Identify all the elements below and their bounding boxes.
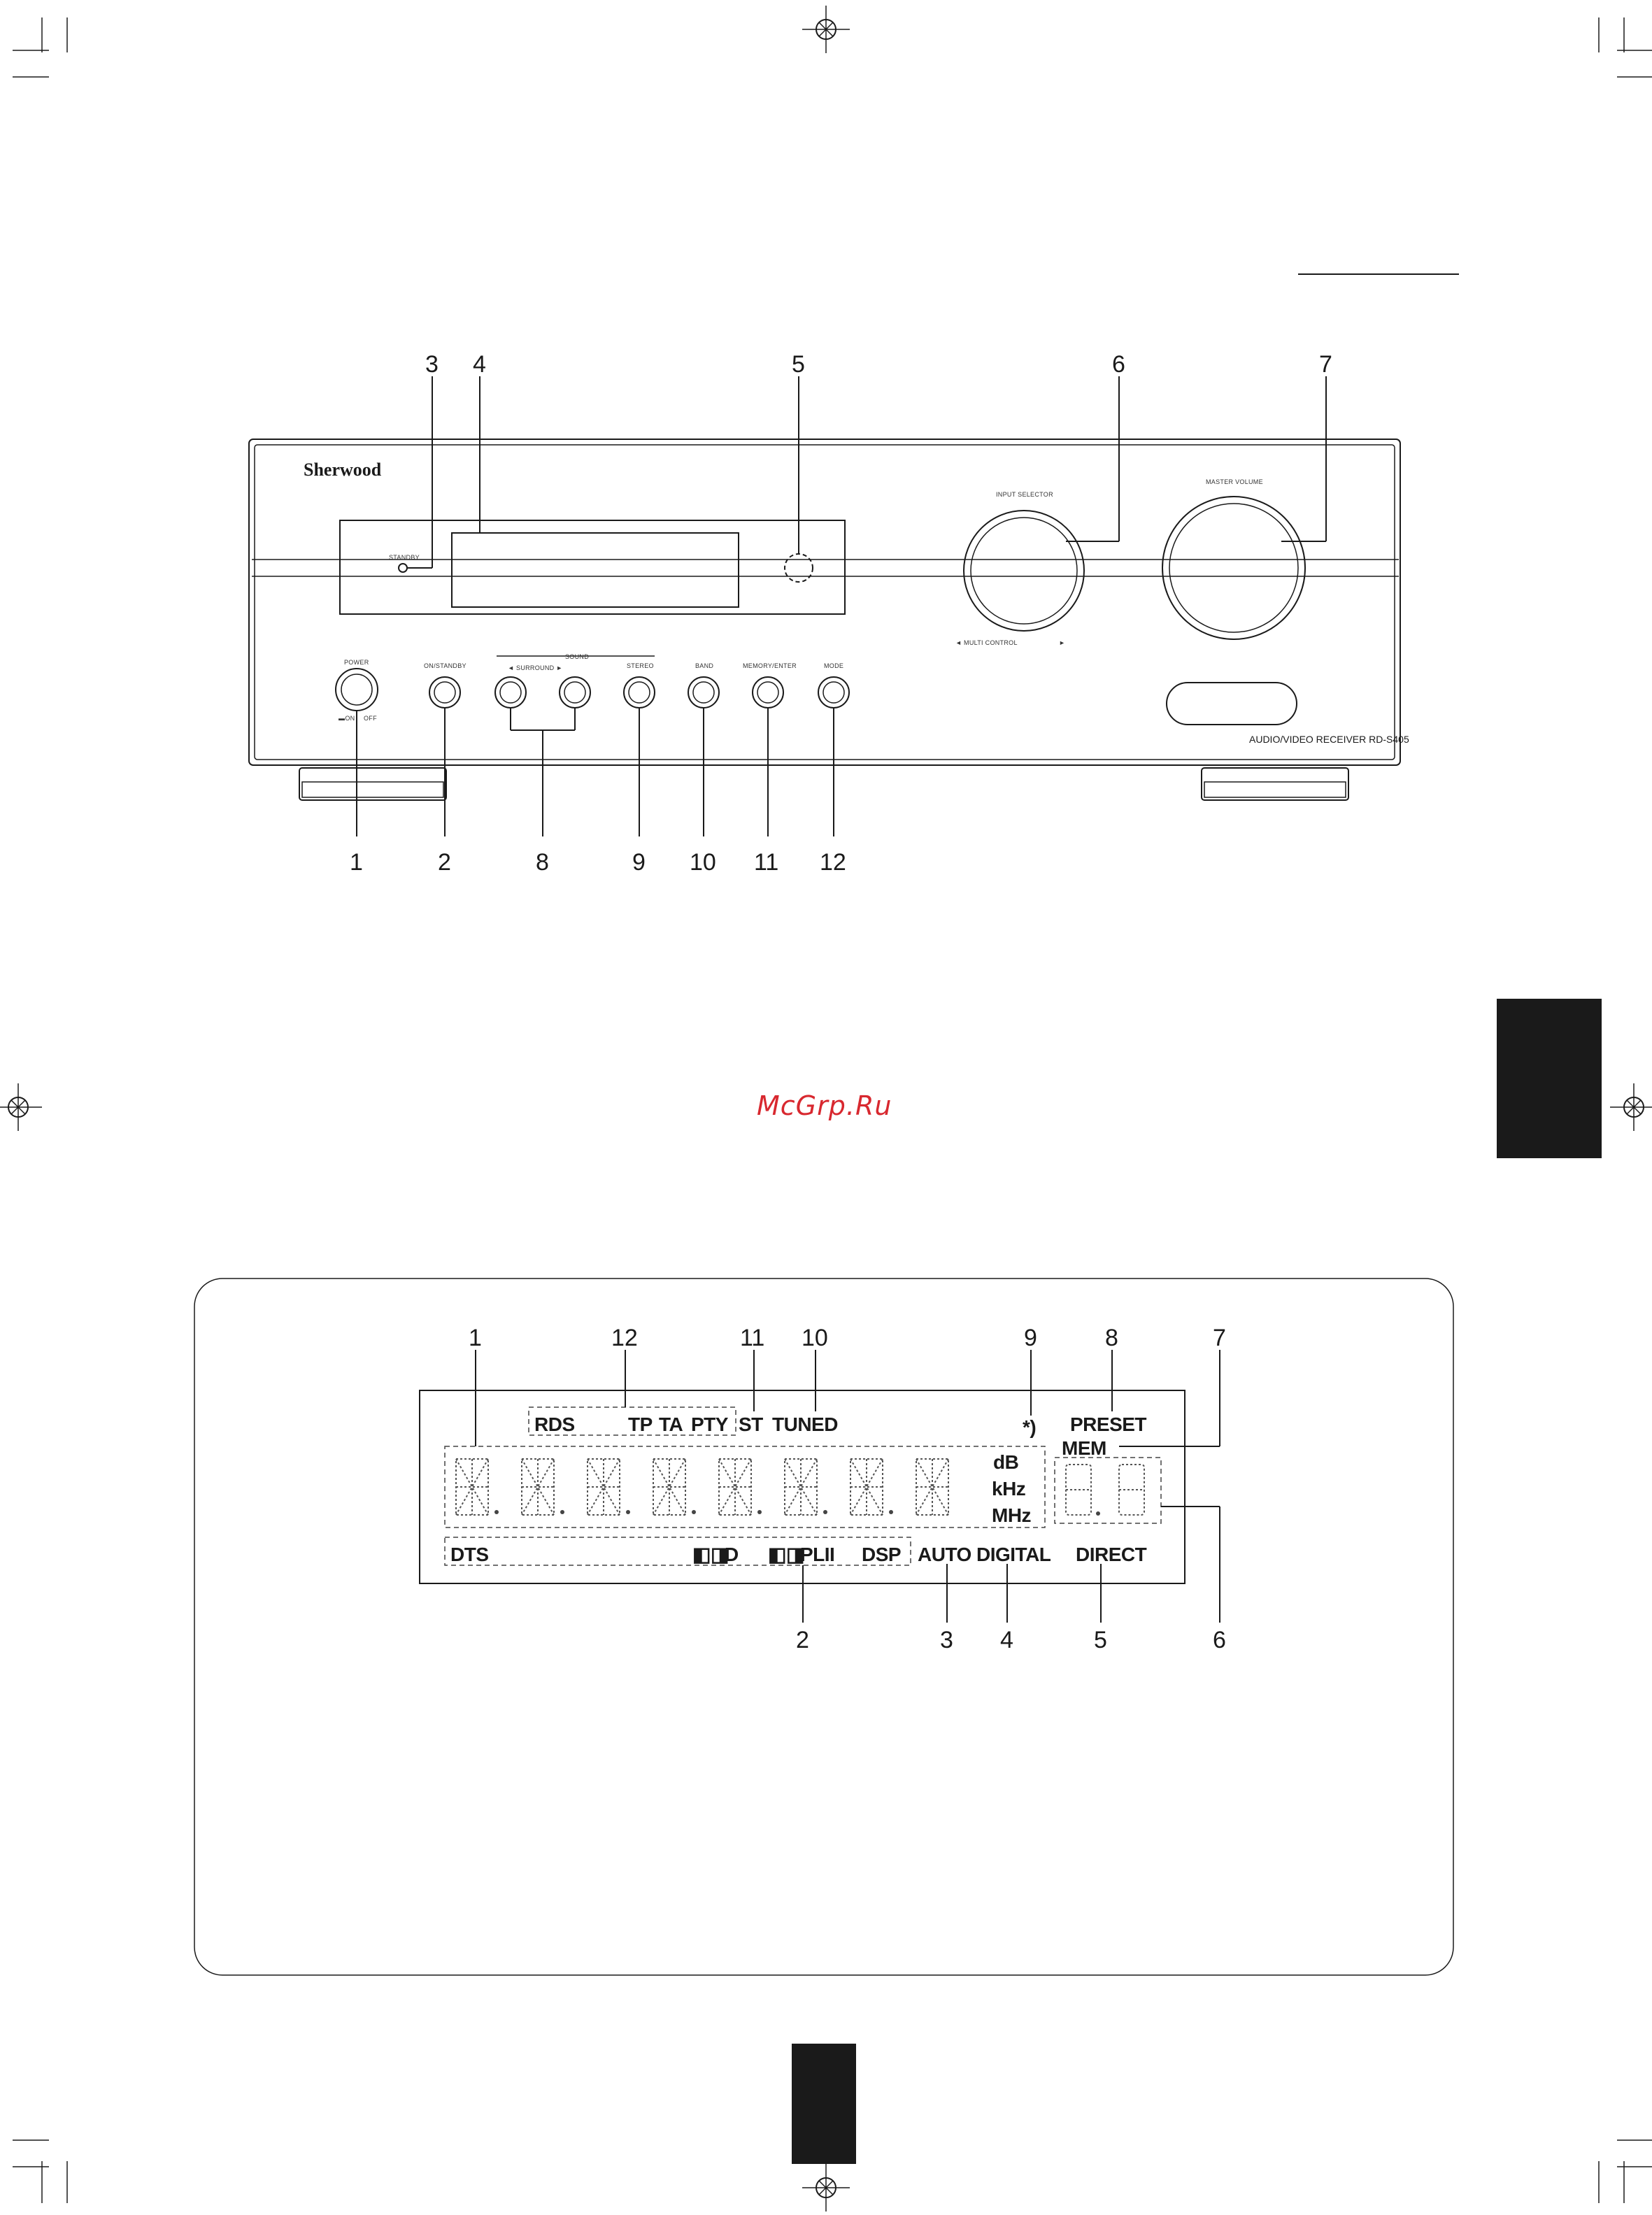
power-label: POWER [344, 659, 369, 666]
indicator-auto: AUTO [918, 1544, 971, 1565]
display-callout-8: 8 [1105, 1325, 1118, 1351]
indicator-dolby-plii: PLII [800, 1544, 834, 1565]
display-callout-2: 2 [796, 1627, 809, 1653]
remote-sensor [784, 553, 813, 583]
front-panel: Sherwood STANDBY INPUT SELECTOR ◄ MULTI … [248, 351, 1409, 876]
page-number-tab [792, 2044, 856, 2164]
indicator-tp: TP [628, 1413, 653, 1435]
display-section-box [194, 1278, 1454, 1976]
callout-9: 9 [632, 849, 646, 876]
indicator-rds: RDS [534, 1413, 575, 1435]
display-window-frame [339, 520, 846, 615]
model-label: AUDIO/VIDEO RECEIVER RD-S405 [1249, 734, 1409, 745]
char-cell [653, 1458, 696, 1516]
power-on-label: ▬ON [339, 715, 355, 722]
char-cell [587, 1458, 630, 1516]
indicator-dolby-d: D [725, 1544, 739, 1565]
indicator-tuned: TUNED [772, 1413, 838, 1435]
char-cell [718, 1458, 762, 1516]
indicator-db: dB [993, 1451, 1018, 1473]
callout-8: 8 [536, 849, 549, 876]
standby-label: STANDBY [389, 554, 420, 561]
callout-1: 1 [350, 849, 363, 876]
callout-5: 5 [792, 351, 805, 378]
display-callout-5: 5 [1094, 1627, 1107, 1653]
indicator-preset: PRESET [1070, 1413, 1146, 1435]
front-door [1166, 682, 1297, 725]
dolby-d-logo-icon: ◧◨ [692, 1544, 729, 1565]
indicator-mem: MEM [1062, 1437, 1106, 1459]
callout-7: 7 [1319, 351, 1332, 378]
on-standby-label: ON/STANDBY [424, 662, 467, 669]
multi-control-label: ◄ MULTI CONTROL [955, 639, 1018, 646]
registration-mark-top [802, 6, 850, 53]
display-callout-9: 9 [1024, 1325, 1037, 1351]
display-callout-4: 4 [1000, 1627, 1013, 1653]
registration-mark-bottom [802, 2164, 850, 2212]
crop-marks [13, 17, 1652, 2203]
registration-mark-left [0, 1083, 42, 1131]
display-callout-3: 3 [940, 1627, 953, 1653]
display-window [451, 532, 739, 608]
mode-label: MODE [824, 662, 843, 669]
dolby-plii-logo-icon: ◧◨ [768, 1544, 804, 1565]
preset-number-digits [1065, 1464, 1145, 1516]
callout-3: 3 [425, 351, 439, 378]
brand-logo: Sherwood [304, 460, 382, 480]
callout-11: 11 [754, 849, 778, 876]
char-cell [784, 1458, 827, 1516]
power-off-label: OFF [364, 715, 377, 722]
stereo-label: STEREO [627, 662, 654, 669]
power-button[interactable] [335, 668, 378, 711]
front-panel-leaders [356, 376, 1327, 836]
surround-label: ◄ SURROUND ► [508, 664, 562, 671]
indicator-digital: DIGITAL [976, 1544, 1051, 1565]
indicator-mhz: MHz [992, 1504, 1031, 1526]
callout-2: 2 [438, 849, 451, 876]
char-cell [916, 1458, 949, 1516]
indicator-st: ST [739, 1413, 763, 1435]
memory-enter-label: MEMORY/ENTER [743, 662, 797, 669]
indicator-sleep: *) [1023, 1416, 1036, 1438]
display-callout-1: 1 [469, 1325, 482, 1351]
display-callout-12: 12 [611, 1325, 638, 1351]
sound-label: SOUND [565, 653, 589, 660]
display-leaders [475, 1350, 1220, 1623]
multi-control-right-arrow: ► [1059, 639, 1065, 646]
indicator-pty: PTY [691, 1413, 729, 1435]
indicator-dts: DTS [450, 1544, 489, 1565]
callout-12: 12 [820, 849, 846, 876]
registration-mark-right [1610, 1083, 1652, 1131]
display-callout-10: 10 [802, 1325, 828, 1351]
callout-4: 4 [473, 351, 486, 378]
section-tab [1497, 999, 1602, 1158]
input-selector-knob[interactable] [963, 510, 1085, 632]
indicator-khz: kHz [992, 1478, 1025, 1500]
fl-display-diagram: RDS TP TA PTY ST TUNED *) PRESET MEM dB … [419, 1325, 1226, 1653]
dot-matrix-characters [455, 1458, 949, 1516]
master-volume-label: MASTER VOLUME [1206, 478, 1263, 485]
display-callout-11: 11 [740, 1325, 764, 1351]
display-callout-6: 6 [1213, 1627, 1226, 1653]
band-label: BAND [695, 662, 713, 669]
callout-10: 10 [690, 849, 716, 876]
watermark: McGrp.Ru [757, 1090, 892, 1121]
callout-6: 6 [1112, 351, 1125, 378]
indicator-direct: DIRECT [1076, 1544, 1147, 1565]
input-selector-label: INPUT SELECTOR [996, 491, 1053, 498]
master-volume-knob[interactable] [1162, 496, 1306, 640]
char-cell [850, 1458, 893, 1516]
char-cell [455, 1458, 499, 1516]
char-cell [521, 1458, 564, 1516]
indicator-ta: TA [659, 1413, 683, 1435]
standby-indicator [398, 563, 408, 573]
display-callout-7: 7 [1213, 1325, 1226, 1351]
indicator-dsp: DSP [862, 1544, 901, 1565]
